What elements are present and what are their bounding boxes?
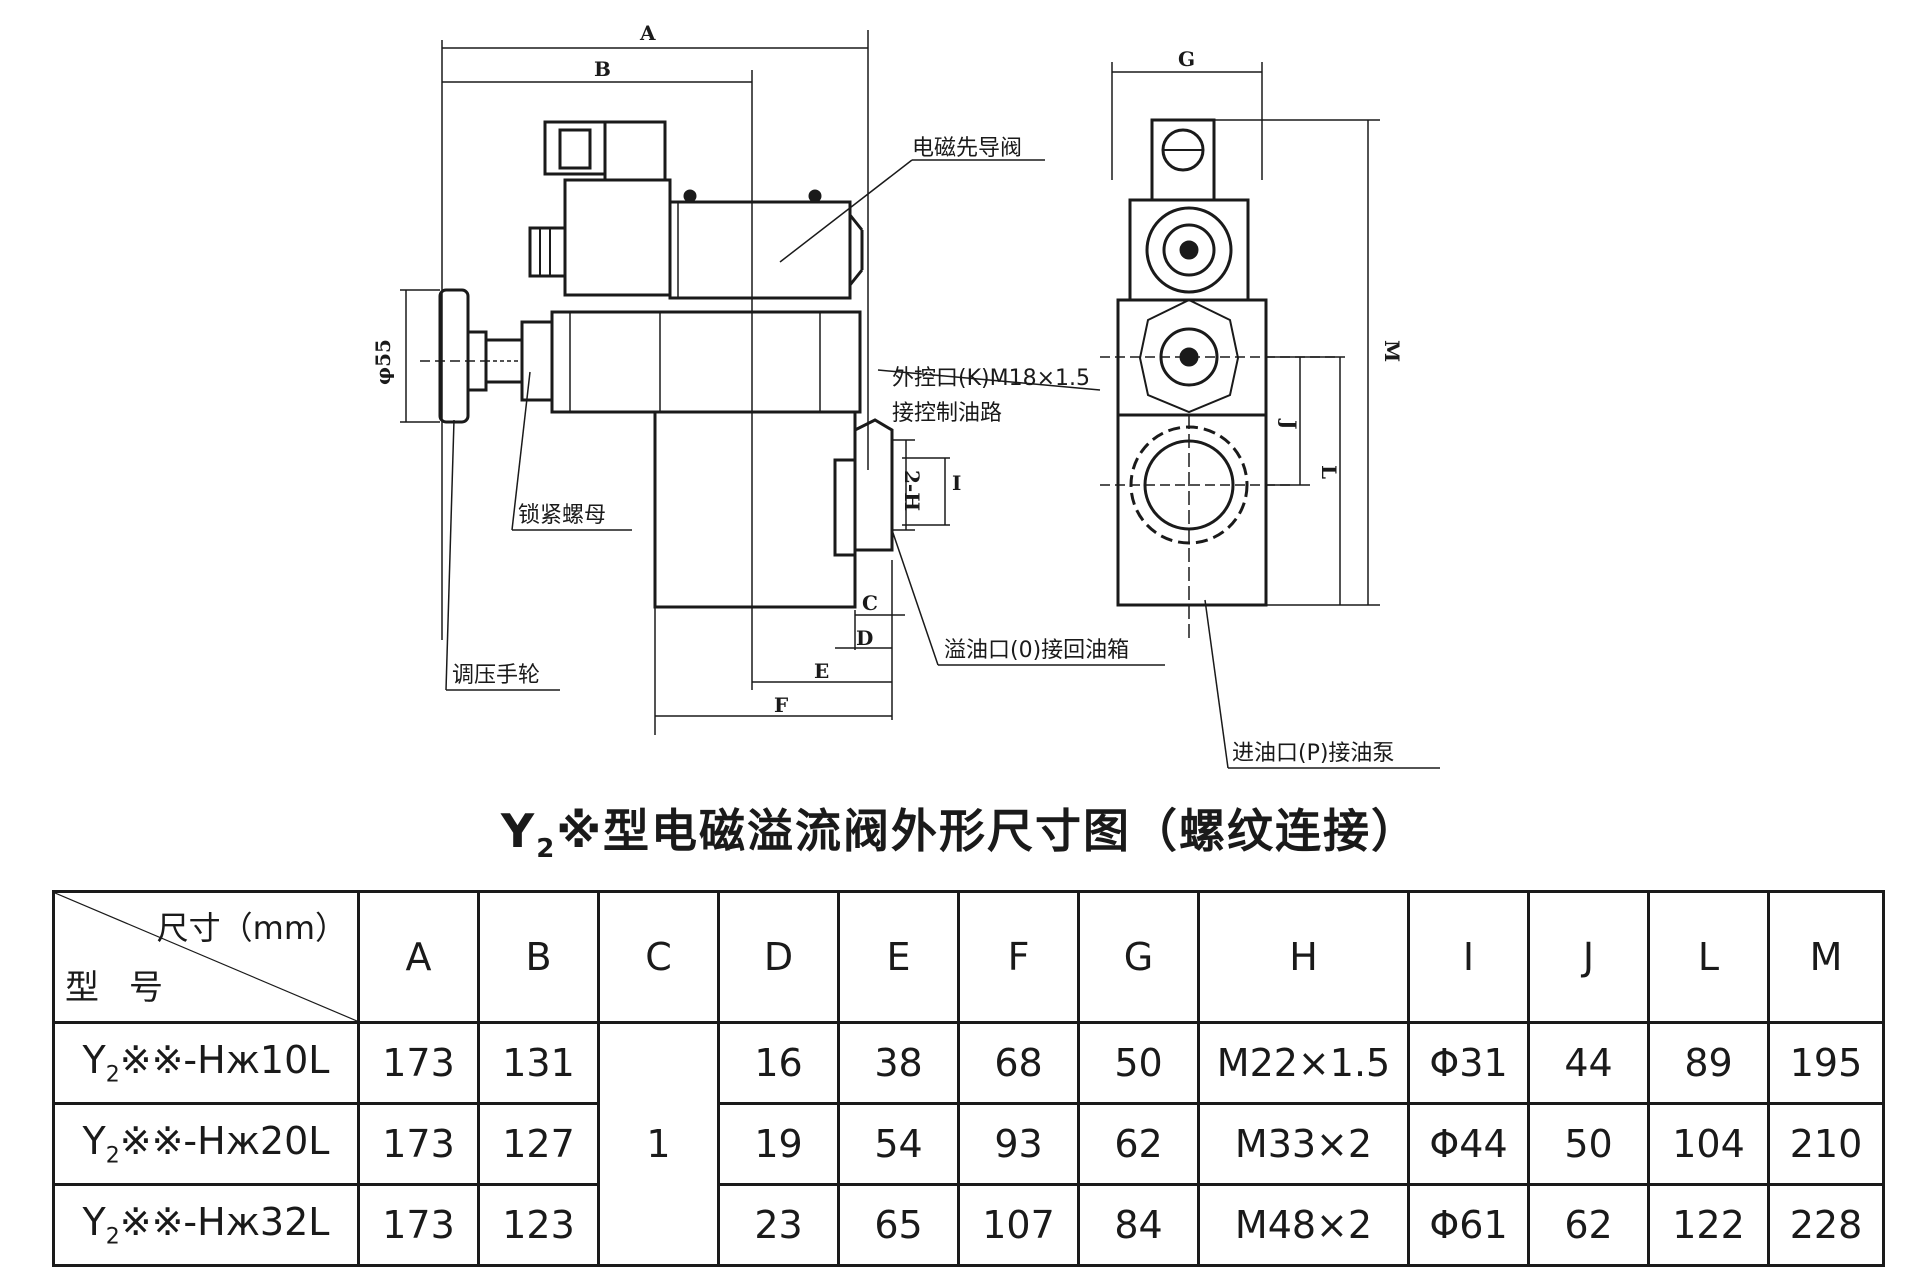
- column-header-m: M: [1767, 890, 1885, 1024]
- cell-f: 93: [957, 1102, 1080, 1186]
- corner-size-label: 尺寸（mm）: [156, 909, 347, 947]
- column-header-b: B: [477, 890, 600, 1024]
- column-header-d: D: [717, 890, 840, 1024]
- cell-g: 84: [1077, 1183, 1200, 1267]
- cell-h: M22×1.5: [1197, 1021, 1410, 1105]
- model-cell: Y2※※-Hж10L: [52, 1021, 360, 1105]
- cell-i: Φ61: [1407, 1183, 1530, 1267]
- column-header-e: E: [837, 890, 960, 1024]
- cell-i: Φ31: [1407, 1021, 1530, 1105]
- table-header-row: 尺寸（mm） 型号 A B C D E F G H I J L M: [52, 890, 1885, 1024]
- cell-l: 104: [1647, 1102, 1770, 1186]
- dim-label-f: F: [774, 693, 788, 717]
- dimension-table: 尺寸（mm） 型号 A B C D E F G H I J L M Y2※※-H…: [52, 890, 1885, 1267]
- dim-label-c: C: [862, 591, 878, 615]
- cell-i: Φ44: [1407, 1102, 1530, 1186]
- column-header-f: F: [957, 890, 1080, 1024]
- table-corner-cell: 尺寸（mm） 型号: [52, 890, 360, 1024]
- cell-c-merged: 1: [597, 1021, 720, 1267]
- cell-l: 89: [1647, 1021, 1770, 1105]
- column-header-a: A: [357, 890, 480, 1024]
- dim-label-m: M: [1380, 340, 1404, 362]
- cell-b: 131: [477, 1021, 600, 1105]
- cell-h: M48×2: [1197, 1183, 1410, 1267]
- callout-inlet-port: 进油口(P)接油泵: [1232, 741, 1394, 766]
- drawing-title: Y2※型电磁溢流阀外形尺寸图（螺纹连接）: [500, 804, 1420, 865]
- column-header-j: J: [1527, 890, 1650, 1024]
- dim-label-2h: 2-H: [900, 470, 924, 511]
- cell-m: 195: [1767, 1021, 1885, 1105]
- cell-f: 68: [957, 1021, 1080, 1105]
- callout-lock-nut: 锁紧螺母: [518, 503, 606, 528]
- cell-d: 23: [717, 1183, 840, 1267]
- callout-handwheel: 调压手轮: [452, 663, 540, 688]
- column-header-l: L: [1647, 890, 1770, 1024]
- table-row: Y2※※-Hж10L 173 131 1 16 38 68 50 M22×1.5…: [52, 1021, 1885, 1267]
- dim-label-i: I: [952, 471, 961, 495]
- cell-a: 173: [357, 1183, 480, 1267]
- cell-d: 19: [717, 1102, 840, 1186]
- callout-pilot-valve: 电磁先导阀: [912, 136, 1022, 161]
- cell-m: 228: [1767, 1183, 1885, 1267]
- diameter-label: φ55: [371, 339, 395, 385]
- dim-label-j: J: [1277, 418, 1301, 429]
- dim-label-l: L: [1317, 465, 1341, 479]
- model-cell: Y2※※-Hж20L: [52, 1102, 360, 1186]
- cell-a: 173: [357, 1102, 480, 1186]
- cell-h: M33×2: [1197, 1102, 1410, 1186]
- cell-f: 107: [957, 1183, 1080, 1267]
- dim-label-a: A: [639, 21, 656, 45]
- column-header-i: I: [1407, 890, 1530, 1024]
- cell-g: 62: [1077, 1102, 1200, 1186]
- callout-external-control-port: 外控口(K)M18×1.5: [892, 366, 1090, 391]
- valve-dimension-drawing: A B C D E F G M J L I 2-H φ55 电磁先导阀 外控口(…: [371, 21, 1440, 769]
- column-header-h: H: [1197, 890, 1410, 1024]
- callout-overflow-port: 溢油口(0)接回油箱: [944, 638, 1129, 663]
- table-row: Y2※※-Hж32L 173 123 23 65 107 84 M48×2 Φ6…: [52, 1183, 1885, 1267]
- cell-e: 54: [837, 1102, 960, 1186]
- cell-b: 127: [477, 1102, 600, 1186]
- cell-j: 50: [1527, 1102, 1650, 1186]
- cell-j: 62: [1527, 1183, 1650, 1267]
- callout-external-control-line: 接控制油路: [892, 401, 1002, 426]
- table-row: Y2※※-Hж20L 173 127 19 54 93 62 M33×2 Φ44…: [52, 1102, 1885, 1186]
- model-cell: Y2※※-Hж32L: [52, 1183, 360, 1267]
- column-header-c: C: [597, 890, 720, 1024]
- dim-label-g: G: [1178, 47, 1195, 71]
- dim-label-e: E: [814, 659, 829, 683]
- column-header-g: G: [1077, 890, 1200, 1024]
- cell-j: 44: [1527, 1021, 1650, 1105]
- corner-model-label: 型号: [65, 968, 193, 1008]
- cell-g: 50: [1077, 1021, 1200, 1105]
- dim-label-d: D: [856, 626, 873, 650]
- cell-a: 173: [357, 1021, 480, 1105]
- cell-e: 38: [837, 1021, 960, 1105]
- dim-label-b: B: [594, 57, 611, 81]
- cell-m: 210: [1767, 1102, 1885, 1186]
- cell-b: 123: [477, 1183, 600, 1267]
- cell-e: 65: [837, 1183, 960, 1267]
- cell-d: 16: [717, 1021, 840, 1105]
- cell-l: 122: [1647, 1183, 1770, 1267]
